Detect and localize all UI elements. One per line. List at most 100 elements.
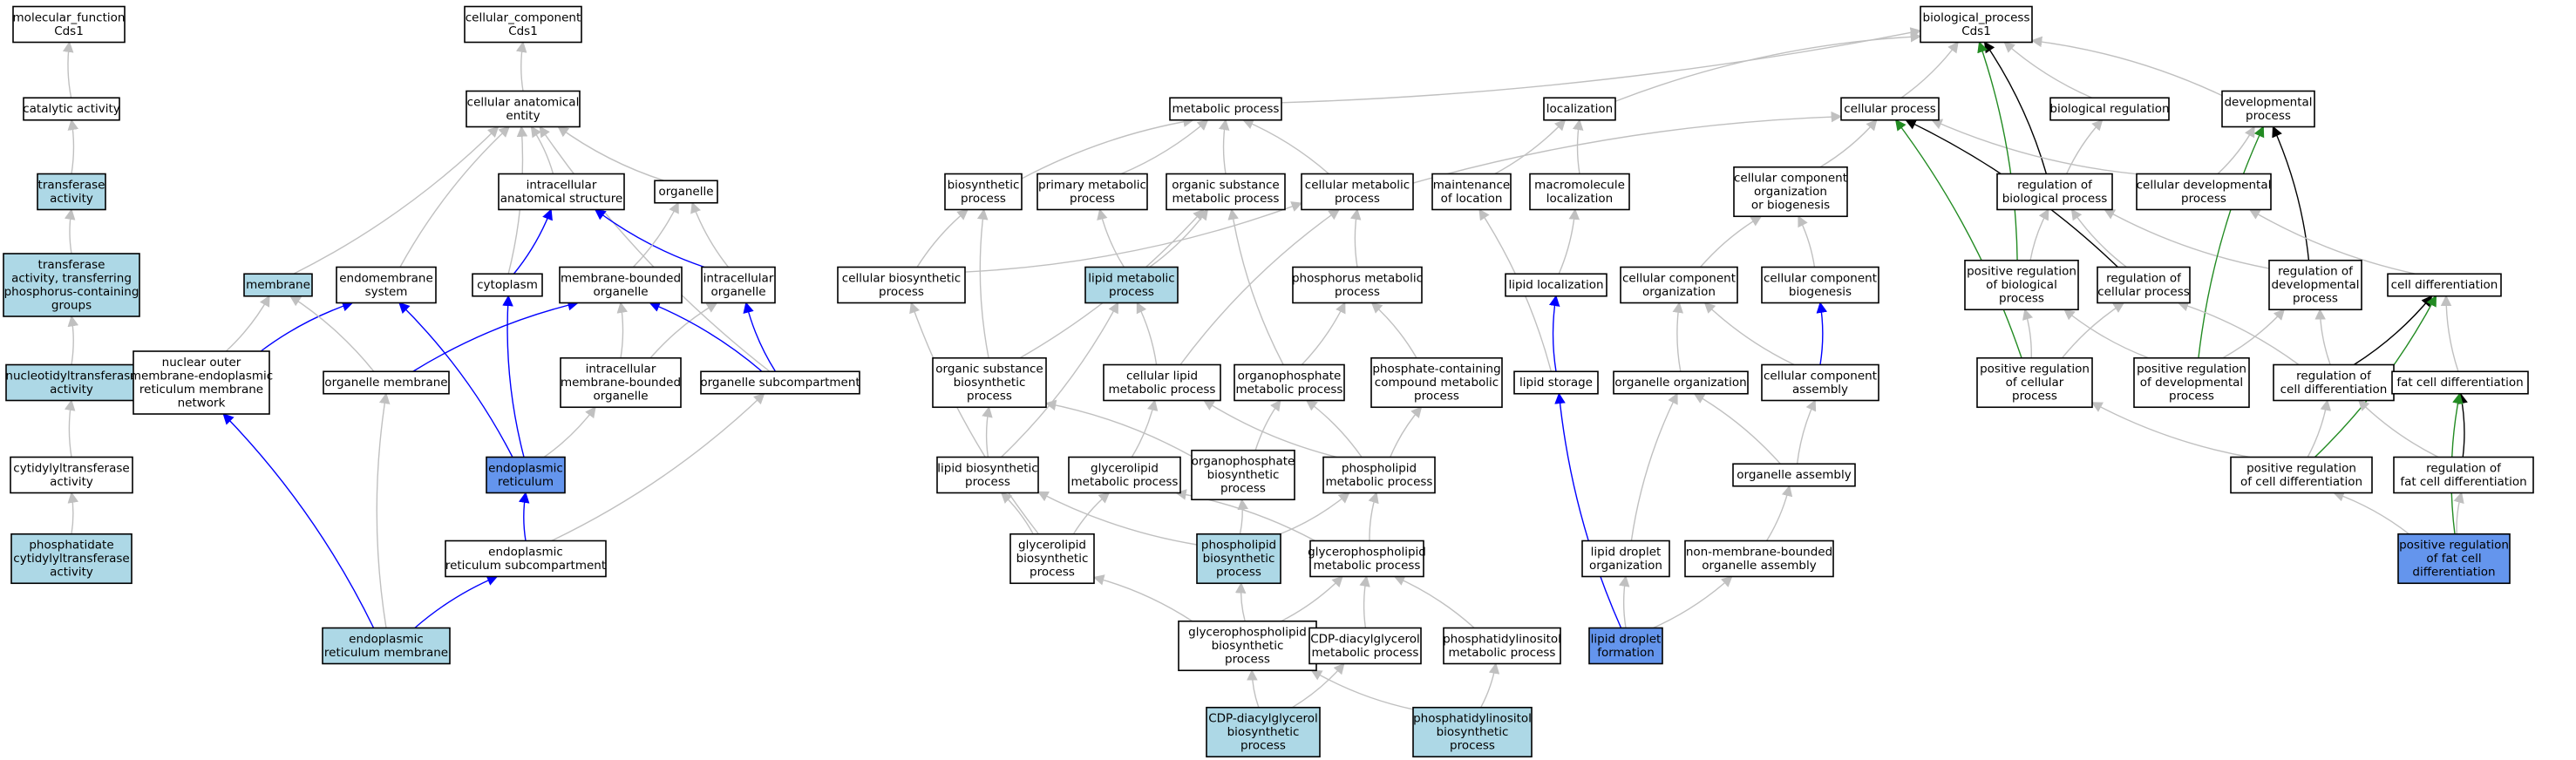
node-catalytic[interactable]: catalytic activity [23, 97, 120, 121]
node-bio-reg[interactable]: biological regulation [2049, 97, 2170, 121]
edge-cca-to-cco [1703, 302, 1795, 366]
node-label-line: process [1070, 192, 1115, 206]
node-box [2391, 370, 2529, 395]
node-label-line: organelle organization [1614, 376, 1746, 390]
node-box [10, 533, 133, 585]
node-org-subcomp[interactable]: organelle subcompartment [700, 370, 860, 395]
node-organelle[interactable]: organelle [654, 180, 718, 204]
node-label-line: phosphorus-containing [4, 285, 139, 299]
node-label-line: cytoplasm [477, 278, 538, 292]
node-lipid-loc[interactable]: lipid localization [1505, 273, 1607, 297]
edge-endomem-to-cae [399, 126, 510, 268]
node-label-line: intracellular [586, 363, 656, 377]
edge-org_sub_bio-to-biosynthetic [976, 208, 989, 358]
node-nuclear-outer[interactable]: nuclear outermembrane-endoplasmicreticul… [130, 350, 273, 415]
node-fat-diff[interactable]: fat cell differentiation [2391, 370, 2529, 395]
edge-lipid_bio-to-lipid_met [1001, 302, 1119, 458]
edge-cell_diff-to-cell_dev [2248, 208, 2416, 275]
node-box [1761, 363, 1879, 402]
node-label-line: regulation of [2106, 271, 2182, 285]
edge-org_assembly-to-cca [1796, 399, 1817, 465]
node-org-org[interactable]: organelle organization [1613, 370, 1749, 395]
node-org-assembly[interactable]: organelle assembly [1732, 463, 1856, 487]
node-localization[interactable]: localization [1543, 97, 1616, 121]
node-membrane[interactable]: membrane [243, 273, 313, 297]
node-org-membrane[interactable]: organelle membrane [323, 370, 450, 395]
node-label-line: metabolic process [1449, 646, 1556, 660]
node-cytoplasm[interactable]: cytoplasm [472, 273, 543, 297]
edge-nuclear_outer-to-endomem [260, 301, 354, 352]
node-cellular-process[interactable]: cellular process [1840, 97, 1940, 121]
node-box [23, 97, 120, 121]
node-phosphatidate[interactable]: phosphatidatecytidylyltransferaseactivit… [10, 533, 133, 585]
edge-gpl_bio-to-phospholipid_bio [1234, 581, 1247, 621]
node-label-line: lipid droplet [1591, 545, 1662, 559]
node-metabolic[interactable]: metabolic process [1169, 97, 1282, 121]
node-label-line: process [2169, 390, 2214, 404]
node-box [1529, 173, 1630, 211]
node-lipid-storage[interactable]: lipid storage [1513, 370, 1599, 395]
node-cell-diff[interactable]: cell differentiation [2387, 273, 2502, 297]
